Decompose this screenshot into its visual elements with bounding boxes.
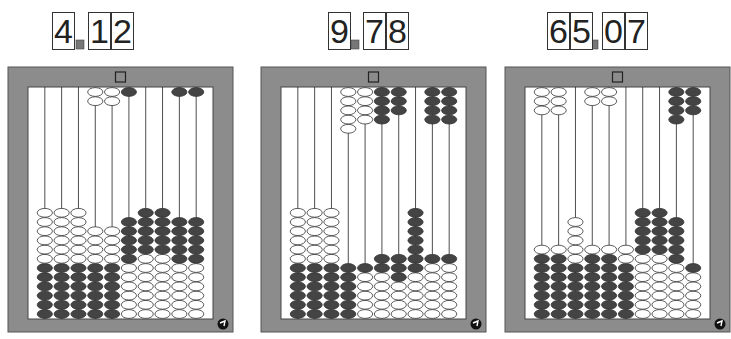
digit-box: 2	[111, 12, 134, 50]
abacus-frame	[261, 67, 486, 332]
decimal-point	[351, 40, 359, 49]
digit-label: 9	[330, 14, 349, 48]
digit-label: 5	[572, 14, 591, 48]
digit-label: 6	[549, 14, 568, 48]
digit-box: 6	[547, 12, 570, 50]
digit-box: 8	[386, 12, 409, 50]
abacus-frame	[505, 67, 730, 332]
abacus-frame	[8, 67, 233, 332]
digit-box: 5	[570, 12, 593, 50]
digit-label: 1	[90, 14, 109, 48]
digit-box: 0	[602, 12, 625, 50]
digit-label: 2	[113, 14, 132, 48]
digit-label: 7	[627, 14, 646, 48]
digit-box: 9	[328, 12, 351, 50]
digit-box: 7	[625, 12, 648, 50]
digit-label: 8	[388, 14, 407, 48]
digit-box: 7	[363, 12, 386, 50]
decimal-point	[76, 40, 84, 49]
digit-box: 1	[88, 12, 111, 50]
digit-label: 0	[604, 14, 623, 48]
digit-label: 4	[54, 14, 73, 48]
digit-label: 7	[365, 14, 384, 48]
digit-box: 4	[52, 12, 75, 50]
